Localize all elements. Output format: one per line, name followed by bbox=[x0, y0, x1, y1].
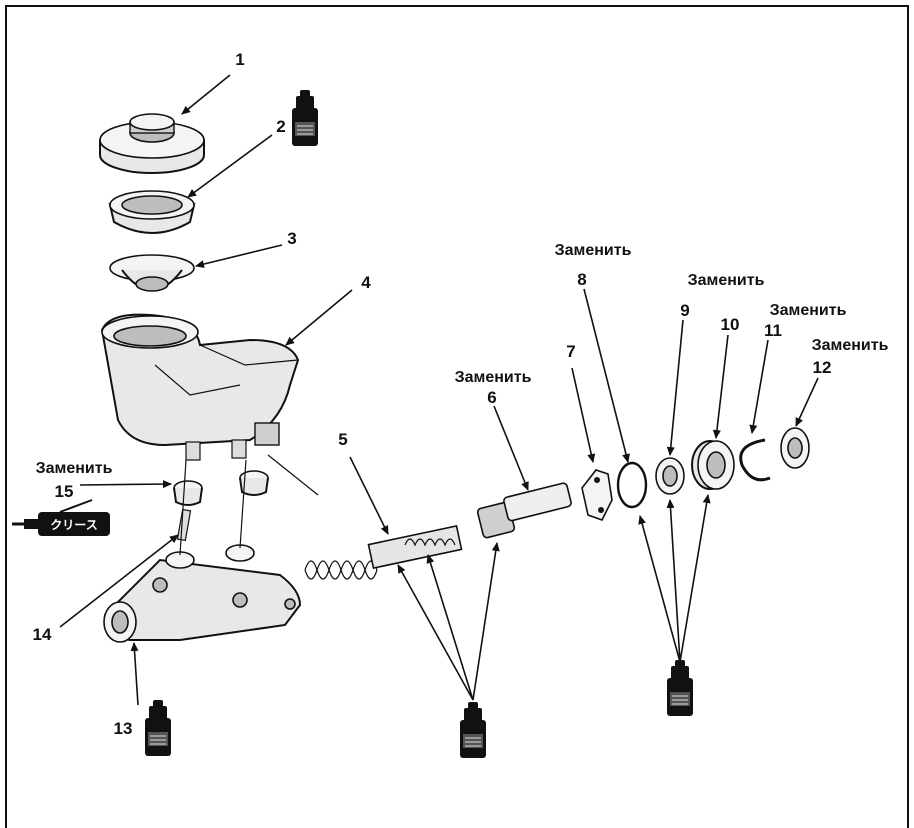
leader-lines bbox=[59, 74, 819, 706]
callout-4: 4 bbox=[361, 273, 371, 292]
replace-label-15: Заменить bbox=[36, 460, 113, 477]
callout-11: 11 bbox=[764, 321, 782, 340]
part-1-reservoir-cap bbox=[99, 113, 205, 174]
replace-label-12: Заменить bbox=[812, 337, 889, 354]
callout-8: 8 bbox=[577, 270, 586, 289]
callout-13: 13 bbox=[114, 719, 133, 738]
replace-label-9: Заменить bbox=[688, 272, 765, 289]
part-15-reservoir-grommets bbox=[173, 470, 269, 506]
callout-numbers: 1 2 3 4 5 6 7 8 9 10 11 12 13 14 15 bbox=[33, 50, 832, 738]
part-5-primary-piston-assembly bbox=[304, 524, 463, 580]
callout-3: 3 bbox=[287, 229, 296, 248]
grease-label: クリース bbox=[50, 518, 97, 532]
grease-tube-icon: クリース bbox=[12, 499, 110, 536]
callout-10: 10 bbox=[721, 315, 740, 334]
part-6-secondary-piston bbox=[476, 482, 572, 539]
part-3-reservoir-strainer bbox=[109, 254, 195, 292]
callout-1: 1 bbox=[235, 50, 244, 69]
callout-14: 14 bbox=[33, 625, 52, 644]
callout-9: 9 bbox=[680, 301, 689, 320]
part-2-reservoir-seal bbox=[108, 190, 196, 234]
part-4-reservoir bbox=[100, 313, 319, 496]
replace-labels: Заменить Заменить Заменить Заменить Заме… bbox=[36, 242, 889, 477]
part-14-retaining-pin bbox=[176, 508, 192, 542]
part-10-bushing bbox=[691, 440, 735, 490]
brake-fluid-bottle-icon bbox=[291, 89, 319, 147]
callout-12: 12 bbox=[813, 358, 832, 377]
part-8-o-ring bbox=[616, 461, 648, 509]
callout-7: 7 bbox=[566, 342, 575, 361]
part-7-stopper-plate bbox=[581, 469, 613, 521]
part-13-master-cylinder-body bbox=[103, 459, 302, 643]
brake-fluid-bottle-icon bbox=[459, 701, 487, 759]
replace-label-11: Заменить bbox=[770, 302, 847, 319]
callout-2: 2 bbox=[276, 117, 285, 136]
part-9-piston-seal bbox=[655, 457, 685, 495]
callout-6: 6 bbox=[487, 388, 496, 407]
replace-label-8: Заменить bbox=[555, 242, 632, 259]
part-11-snap-ring bbox=[739, 438, 771, 482]
brake-fluid-bottle-icon bbox=[666, 659, 694, 717]
diagram-frame bbox=[5, 5, 909, 828]
callout-5: 5 bbox=[338, 430, 347, 449]
callout-15: 15 bbox=[55, 482, 74, 501]
replace-label-6: Заменить bbox=[455, 369, 532, 386]
part-12-retainer-washer bbox=[780, 427, 810, 469]
brake-fluid-bottle-icon bbox=[144, 699, 172, 757]
